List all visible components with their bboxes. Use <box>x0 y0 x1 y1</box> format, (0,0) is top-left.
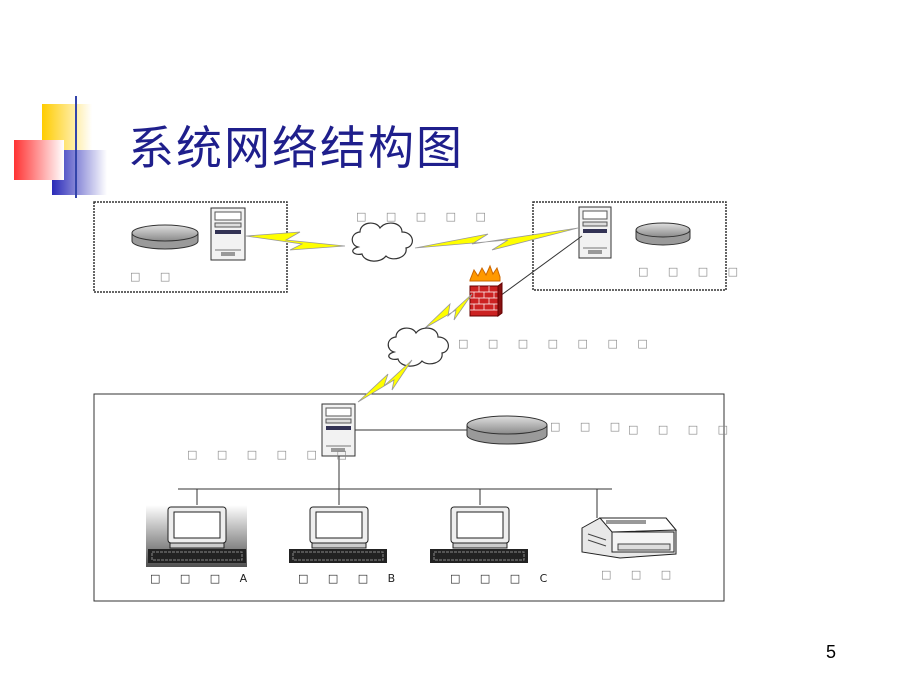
label-lan-database-1: □ □ □ <box>550 420 629 433</box>
cloud-icon-middle <box>387 327 449 367</box>
label-workstation-c: □ □ □ C <box>450 572 556 585</box>
label-printer: □ □ □ <box>601 568 680 581</box>
label-workstation-a: □ □ □ A <box>150 572 256 585</box>
workstation-icon-c <box>430 506 528 563</box>
printer-icon <box>581 517 678 559</box>
lightning-icon-3 <box>424 293 473 329</box>
label-middle-cloud: □ □ □ □ □ □ □ <box>458 337 656 350</box>
page-title: 系统网络结构图 <box>128 121 464 175</box>
lightning-icon-2 <box>414 227 579 251</box>
database-icon-right <box>635 222 691 246</box>
lan-box <box>93 393 725 602</box>
link-server-firewall <box>499 235 583 297</box>
workstation-icon-a <box>146 505 247 567</box>
database-icon-left <box>131 224 199 250</box>
site-box-right <box>532 201 727 291</box>
deco-red-block <box>14 140 64 180</box>
label-workstation-b: □ □ □ B <box>298 572 404 585</box>
workstation-icon-b <box>289 506 387 563</box>
label-top-left-site: □ □ <box>130 270 179 283</box>
database-icon-lan <box>466 415 548 445</box>
cloud-icon-top <box>351 222 413 262</box>
label-top-cloud: □ □ □ □ □ <box>356 210 494 223</box>
server-icon-left <box>210 207 246 261</box>
lightning-icon-4 <box>357 359 413 403</box>
server-icon-right <box>578 206 612 259</box>
label-top-right-site: □ □ □ □ <box>638 265 747 278</box>
label-lan-database-2: □ □ □ □ <box>628 423 737 436</box>
page-number: 5 <box>826 642 837 662</box>
lightning-icon-1 <box>245 231 346 251</box>
site-box-left <box>93 201 288 293</box>
firewall-icon <box>469 264 503 317</box>
label-lan-server: □ □ □ □ □ □ <box>187 448 355 461</box>
